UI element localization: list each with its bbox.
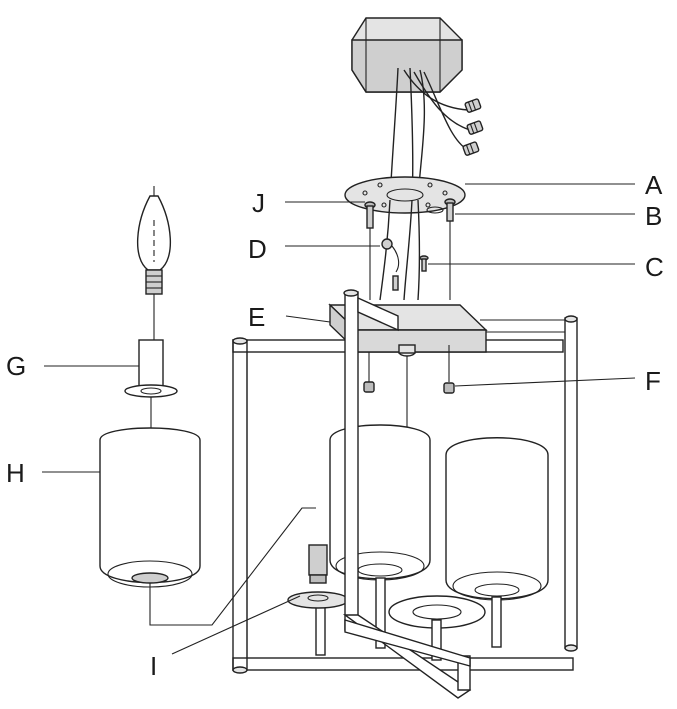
wire-connector-nuts	[462, 98, 484, 156]
finial-nut-left	[363, 352, 375, 393]
label-c: C	[645, 252, 664, 282]
ground-nut	[381, 238, 400, 291]
label-h: H	[6, 458, 25, 488]
mounting-screw-right	[444, 198, 456, 300]
candle-sleeve	[124, 339, 178, 430]
front-frame-post	[342, 289, 472, 699]
ceiling-junction-box	[351, 17, 471, 201]
wire-1	[379, 199, 391, 301]
label-a: A	[645, 170, 663, 200]
label-g: G	[6, 351, 26, 381]
wire-3	[417, 199, 421, 301]
label-j: J	[252, 188, 265, 218]
ground-screw	[419, 255, 429, 272]
shade-right	[445, 437, 549, 601]
glass-shade	[99, 427, 201, 588]
assembly-guide-line	[149, 507, 316, 626]
label-b: B	[645, 201, 662, 231]
label-e: E	[248, 302, 265, 332]
shade-front-center	[388, 595, 486, 629]
label-i: I	[150, 651, 157, 681]
finial-nut-right	[443, 345, 455, 394]
leader-lines	[42, 183, 636, 655]
mounting-screw-left	[364, 201, 376, 300]
candle-arms	[315, 577, 502, 661]
candelabra-bulb	[137, 186, 171, 340]
wire-2	[403, 199, 413, 301]
bobeche	[287, 544, 349, 609]
label-f: F	[645, 366, 661, 396]
label-d: D	[248, 234, 267, 264]
